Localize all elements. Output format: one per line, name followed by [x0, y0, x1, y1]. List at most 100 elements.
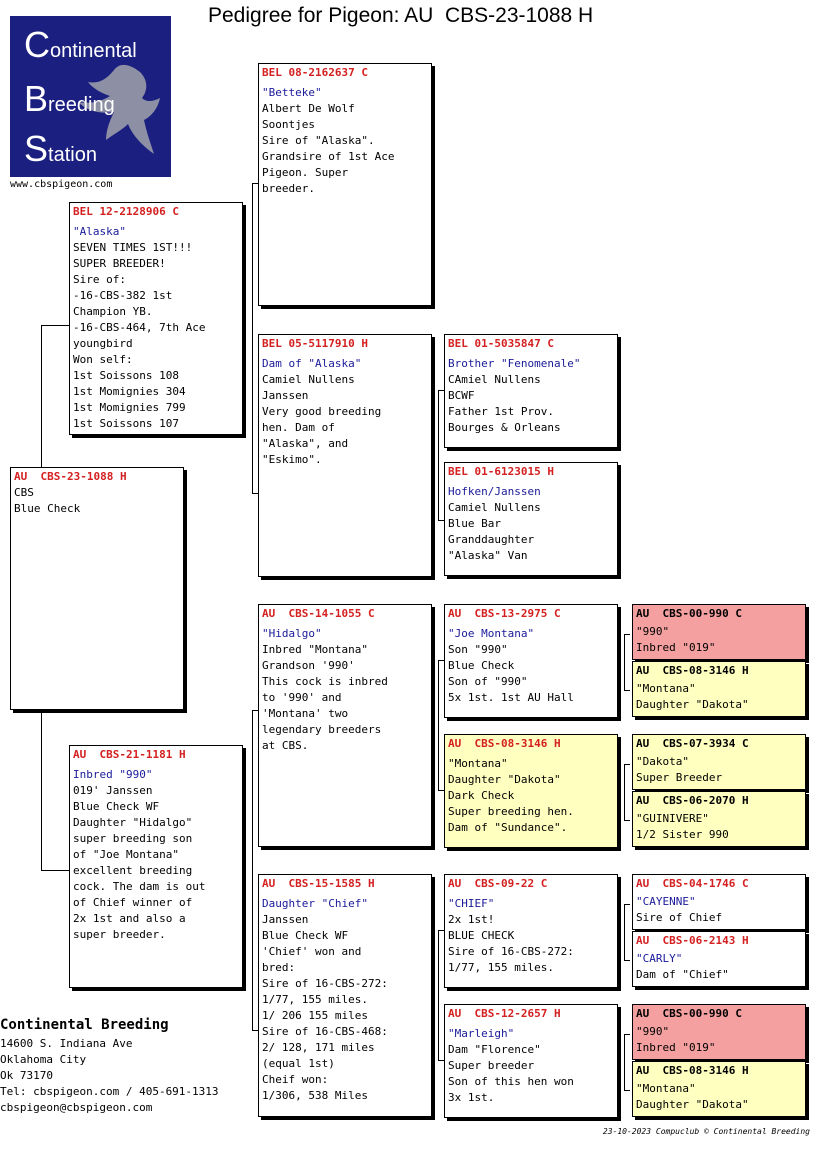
- card-line: Daughter "Dakota": [636, 698, 749, 711]
- ring-number: AU CBS-15-1585 H: [262, 877, 375, 890]
- ring-number: AU CBS-09-22 C: [448, 877, 548, 890]
- card-line: 3x 1st.: [448, 1091, 495, 1104]
- card-line: super breeder.: [73, 928, 166, 941]
- pigeon-name: "Betteke": [262, 86, 322, 99]
- address-line: 14600 S. Indiana Ave: [0, 1037, 133, 1050]
- card-line: Dam of "Chief": [636, 968, 729, 981]
- card-line: super breeding son: [73, 832, 193, 845]
- card-line: (equal 1st): [262, 1057, 335, 1070]
- card-line: Soontjes: [262, 118, 315, 131]
- card-line: Sire of "Alaska".: [262, 134, 375, 147]
- card-line: Son of "990": [448, 675, 528, 688]
- card-line: Blue Check: [448, 659, 515, 672]
- card-line: Blue Bar: [448, 517, 501, 530]
- pedigree-card-gen4-5: AU CBS-04-1746 C "CAYENNE" Sire of Chief: [632, 874, 806, 930]
- breeder-contact: Continental Breeding 14600 S. Indiana Av…: [0, 1017, 219, 1116]
- pedigree-card-gen4-7: AU CBS-00-990 C "990" Inbred "019": [632, 1004, 806, 1060]
- ring-number: BEL 01-6123015 H: [448, 465, 554, 478]
- logo-line-continental: Continental: [24, 24, 137, 65]
- card-line: Super breeder: [448, 1059, 535, 1072]
- connector: [438, 790, 444, 791]
- card-line: Dark Check: [448, 789, 515, 802]
- connector: [252, 710, 253, 1030]
- card-line: SUPER BREEDER!: [73, 257, 166, 270]
- card-line: 1/306, 538 Miles: [262, 1089, 368, 1102]
- connector: [624, 904, 625, 960]
- card-line: BLUE CHECK: [448, 929, 515, 942]
- card-line: Blue Check: [14, 502, 81, 515]
- card-line: of "Joe Montana": [73, 848, 179, 861]
- ring-number: AU CBS-00-990 C: [636, 607, 742, 620]
- card-line: Inbred "019": [636, 641, 716, 654]
- pigeon-name: "Joe Montana": [448, 627, 535, 640]
- ring-number: AU CBS-23-1088 H: [14, 470, 127, 483]
- pedigree-card-subject: AU CBS-23-1088 H CBS Blue Check: [10, 467, 184, 710]
- card-line: Daughter "Dakota": [448, 773, 561, 786]
- ring-number: AU CBS-00-990 C: [636, 1007, 742, 1020]
- email-line: cbspigeon@cbspigeon.com: [0, 1101, 153, 1114]
- company-name: Continental Breeding: [0, 1017, 169, 1033]
- card-line: 'Chief' won and: [262, 945, 362, 958]
- logo-url: www.cbspigeon.com: [10, 179, 113, 190]
- card-line: This cock is inbred: [262, 675, 388, 688]
- card-line: 1/2 Sister 990: [636, 828, 729, 841]
- card-line: Sire of 16-CBS-468:: [262, 1025, 388, 1038]
- card-line: Pigeon. Super: [262, 166, 349, 179]
- connector: [624, 820, 630, 821]
- pigeon-silhouette-icon: [78, 64, 160, 154]
- pigeon-name: "CAYENNE": [636, 895, 696, 908]
- card-line: Inbred "019": [636, 1041, 716, 1054]
- pedigree-card-gen4-2: AU CBS-08-3146 H "Montana" Daughter "Dak…: [632, 661, 806, 717]
- ring-number: AU CBS-14-1055 C: [262, 607, 375, 620]
- pigeon-name: Brother "Fenomenale": [448, 357, 581, 370]
- card-line: Albert De Wolf: [262, 102, 355, 115]
- card-line: Cheif won:: [262, 1073, 329, 1086]
- connector: [624, 764, 625, 820]
- connector: [438, 390, 444, 391]
- page-title: Pedigree for Pigeon: AU CBS-23-1088 H: [208, 4, 594, 27]
- card-line: Super breeding hen.: [448, 805, 574, 818]
- ring-number: AU CBS-08-3146 H: [448, 737, 561, 750]
- ring-number: AU CBS-06-2070 H: [636, 794, 749, 807]
- card-line: Son "990": [448, 643, 508, 656]
- pigeon-name: "Hidalgo": [262, 627, 322, 640]
- connector: [438, 1060, 444, 1061]
- ring-number: BEL 05-5117910 H: [262, 337, 368, 350]
- card-line: Sire of 16-CBS-272:: [262, 977, 388, 990]
- pigeon-name: "Montana": [636, 682, 696, 695]
- card-line: youngbird: [73, 337, 133, 350]
- card-line: Dam of "Sundance".: [448, 821, 568, 834]
- pedigree-card-sire-sire: BEL 08-2162637 C "Betteke" Albert De Wol…: [258, 63, 432, 306]
- pigeon-name: Dam of "Alaska": [262, 357, 362, 370]
- card-line: 1st Soissons 107: [73, 417, 179, 430]
- connector: [41, 325, 42, 468]
- pedigree-card-dam-sire-sire: AU CBS-13-2975 C "Joe Montana" Son "990"…: [444, 604, 618, 718]
- pedigree-card-sire-dam-dam: BEL 01-6123015 H Hofken/Janssen Camiel N…: [444, 462, 618, 576]
- phone-line: Tel: cbspigeon.com / 405-691-1313: [0, 1085, 219, 1098]
- connector: [252, 493, 258, 494]
- connector: [624, 960, 630, 961]
- card-line: breeder.: [262, 182, 315, 195]
- card-line: CBS: [14, 486, 34, 499]
- pedigree-card-gen4-1: AU CBS-00-990 C "990" Inbred "019": [632, 604, 806, 660]
- connector: [252, 710, 258, 711]
- connector: [438, 930, 444, 931]
- connector: [624, 634, 630, 635]
- pigeon-name: "990": [636, 625, 670, 638]
- card-line: Dam "Florence": [448, 1043, 541, 1056]
- card-line: "Eskimo".: [262, 453, 322, 466]
- pedigree-card-dam-dam-dam: AU CBS-12-2657 H "Marleigh" Dam "Florenc…: [444, 1004, 618, 1118]
- ring-number: AU CBS-12-2657 H: [448, 1007, 561, 1020]
- card-line: SEVEN TIMES 1ST!!!: [73, 241, 193, 254]
- pigeon-name: "GUINIVERE": [636, 812, 709, 825]
- card-line: of Chief winner of: [73, 896, 193, 909]
- pedigree-card-dam-sire-dam: AU CBS-08-3146 H "Montana" Daughter "Dak…: [444, 734, 618, 848]
- pigeon-name: "Dakota": [636, 755, 689, 768]
- logo-line-breeding: Breeding: [24, 78, 115, 119]
- pedigree-card-dam-dam: AU CBS-15-1585 H Daughter "Chief" Jansse…: [258, 874, 432, 1117]
- connector: [624, 764, 630, 765]
- pigeon-name: "Montana": [636, 1082, 696, 1095]
- connector: [438, 520, 444, 521]
- ring-number: AU CBS-08-3146 H: [636, 664, 749, 677]
- card-line: Bourges & Orleans: [448, 421, 561, 434]
